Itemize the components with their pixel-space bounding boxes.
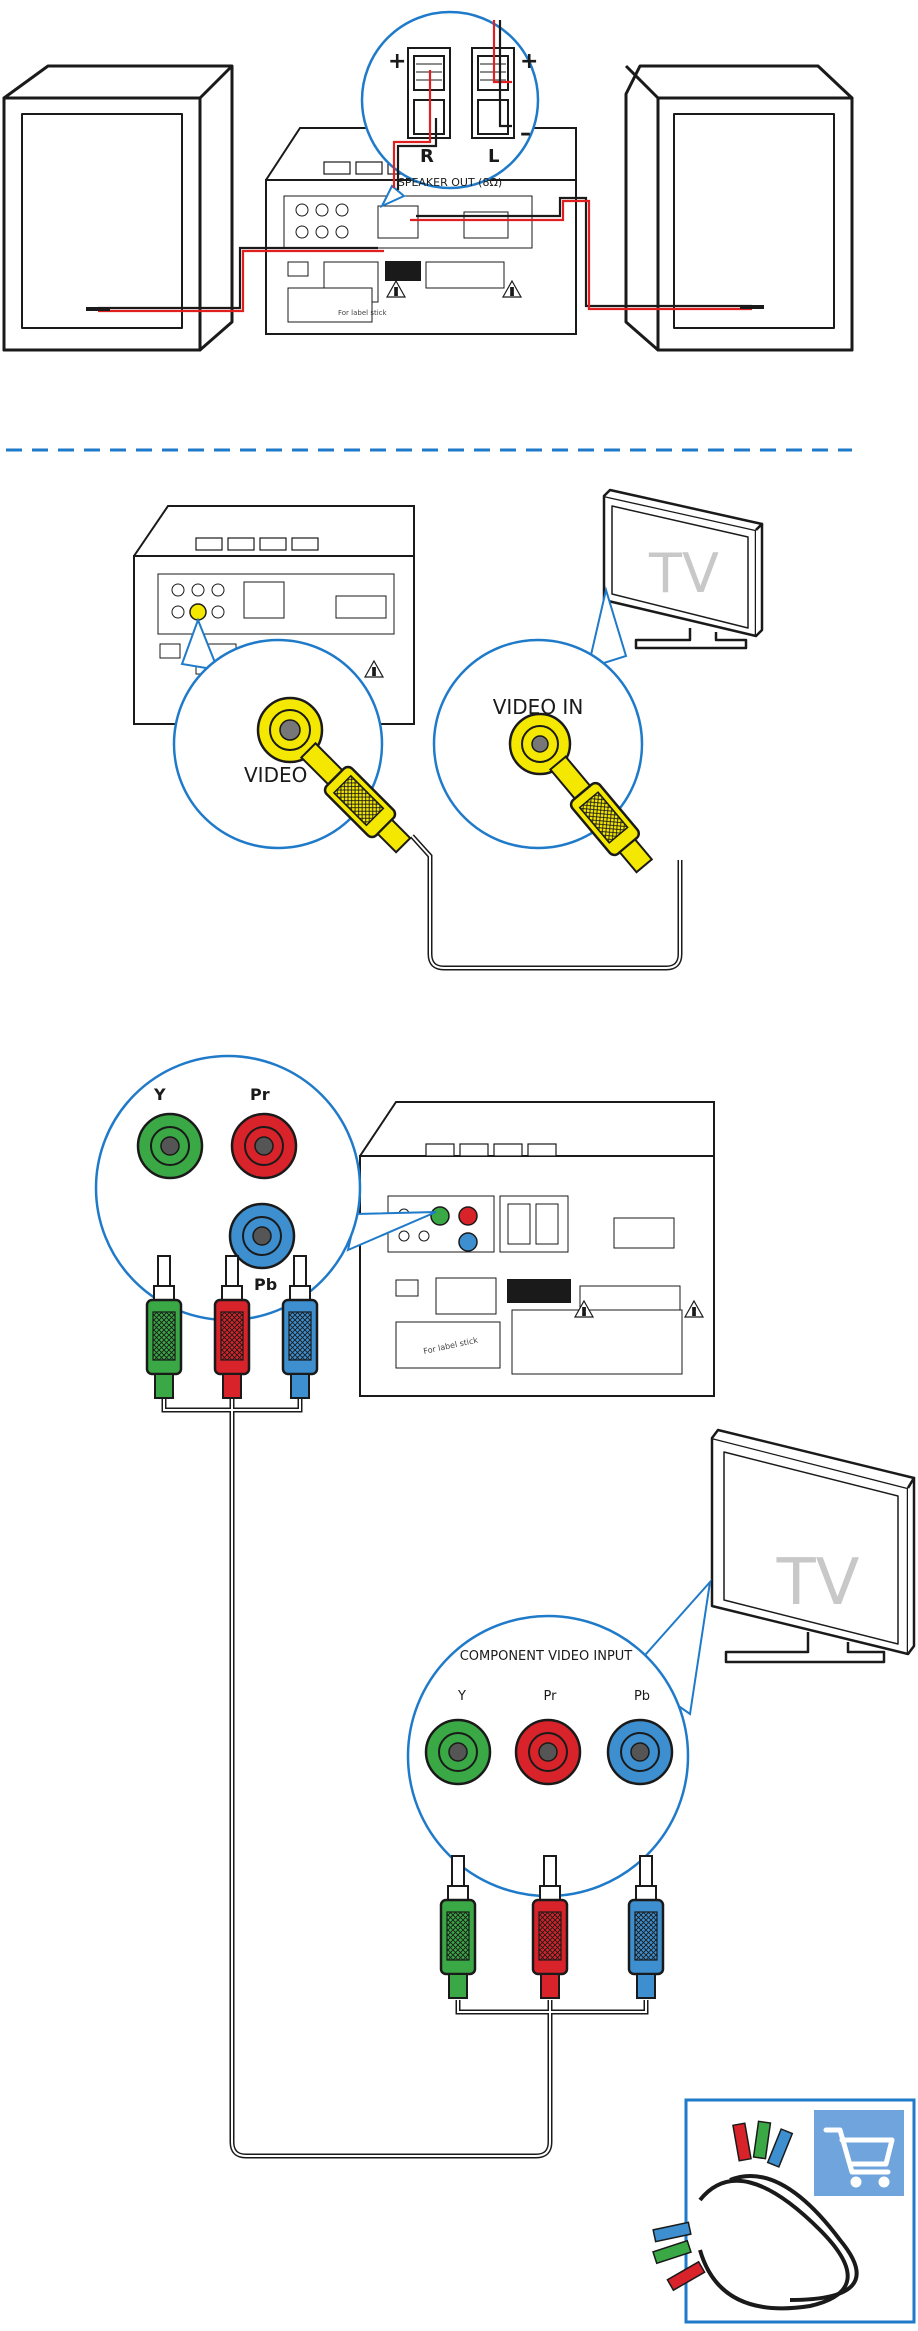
plus-left-label: +	[388, 49, 406, 74]
tv-y-label: Y	[457, 1689, 466, 1704]
plug-blue-tv	[627, 1855, 665, 1999]
speaker-out-callout	[360, 10, 540, 209]
tv-middle	[602, 488, 764, 650]
component-jacks-large	[136, 1112, 298, 1270]
yellow-plug-left	[299, 741, 412, 854]
tv-middle-label: TV	[648, 542, 719, 605]
video-label: VIDEO	[244, 763, 307, 787]
speaker-terminals-small	[86, 305, 764, 311]
shopping-cart-icon	[823, 2127, 895, 2188]
tv-component-jacks	[424, 1718, 674, 1786]
speaker-out-labels: + + – R L SPEAKER OUT (8Ω)	[388, 49, 538, 189]
video-in-label: VIDEO IN	[493, 695, 584, 719]
accessory-box	[652, 2098, 916, 2324]
yellow-plug-right	[548, 755, 654, 874]
minus-right-label: –	[520, 121, 531, 146]
terminal-r-label: R	[420, 146, 434, 167]
pb-label: Pb	[254, 1275, 277, 1294]
main-unit-rear-bottom	[359, 1101, 715, 1397]
plus-right-label: +	[520, 49, 538, 74]
component-input-label: COMPONENT VIDEO INPUT	[460, 1649, 633, 1664]
plug-green-unit	[145, 1255, 183, 1399]
svg-text:For label stick: For label stick	[338, 309, 388, 317]
plug-blue-unit	[281, 1255, 319, 1399]
y-label: Y	[153, 1085, 166, 1104]
tv-component-labels: COMPONENT VIDEO INPUT Y Pr Pb	[457, 1649, 650, 1704]
tv-pr-label: Pr	[544, 1689, 558, 1704]
component-cable	[161, 1398, 649, 2159]
speaker-out-label: SPEAKER OUT (8Ω)	[398, 176, 502, 189]
plug-green-tv	[439, 1855, 477, 1999]
plug-red-tv	[531, 1855, 569, 1999]
speaker-right	[624, 64, 854, 352]
main-unit-rear-top: For label stick	[265, 127, 577, 335]
tv-bottom	[710, 1428, 916, 1664]
component-jacks-small	[430, 1206, 478, 1252]
pr-label: Pr	[250, 1085, 270, 1104]
tv-bottom-label: TV	[776, 1546, 860, 1620]
terminal-l-label: L	[488, 146, 499, 167]
component-jack-labels: Y Pr Pb	[153, 1085, 277, 1294]
tv-pb-label: Pb	[634, 1689, 650, 1704]
plug-red-unit	[213, 1255, 251, 1399]
speaker-wires	[98, 196, 752, 313]
